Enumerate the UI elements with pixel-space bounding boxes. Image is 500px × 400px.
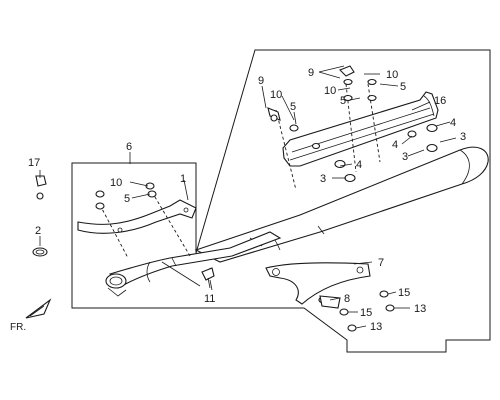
alignment-line (99, 204, 129, 259)
exhaust-pipe (105, 231, 282, 297)
callout-11: 11 (204, 293, 215, 305)
callout-4: 4 (450, 117, 456, 129)
callout-4: 4 (392, 139, 398, 151)
leader-lines (39, 65, 457, 329)
callout-15: 15 (398, 287, 410, 299)
callout-4: 4 (356, 159, 362, 171)
bracket-group-frame (72, 162, 197, 253)
callout-10: 10 (110, 177, 122, 189)
pipe-bracket (77, 199, 197, 234)
alignment-line (151, 191, 191, 257)
callout-13: 13 (414, 303, 426, 315)
fasteners (32, 65, 438, 332)
callout-6: 6 (126, 141, 132, 153)
callout-3: 3 (320, 173, 326, 185)
callout-3: 3 (402, 151, 408, 163)
callout-9: 9 (308, 67, 314, 79)
callout-15: 15 (360, 307, 372, 319)
callout-2: 2 (35, 225, 41, 237)
callout-5: 5 (124, 193, 130, 205)
callout-9: 9 (258, 75, 264, 87)
heat-shield (282, 91, 439, 167)
callout-7: 7 (378, 257, 384, 269)
callout-17: 17 (28, 157, 40, 169)
callout-8: 8 (344, 293, 350, 305)
front-direction-indicator: FR. (10, 298, 52, 333)
callout-1: 1 (180, 173, 186, 185)
callout-5: 5 (340, 95, 346, 107)
alignment-line (275, 109, 297, 191)
callout-16: 16 (434, 95, 446, 107)
direction-label: FR. (10, 322, 26, 333)
callout-3: 3 (460, 131, 466, 143)
callout-10: 10 (270, 89, 282, 101)
callout-13: 13 (370, 321, 382, 333)
direction-arrow-icon (25, 298, 52, 319)
callout-10: 10 (386, 69, 398, 81)
callout-5: 5 (290, 101, 296, 113)
callout-10: 10 (324, 85, 336, 97)
muffler-bracket (265, 262, 371, 305)
callout-5: 5 (400, 81, 406, 93)
alignment-line (345, 83, 357, 173)
